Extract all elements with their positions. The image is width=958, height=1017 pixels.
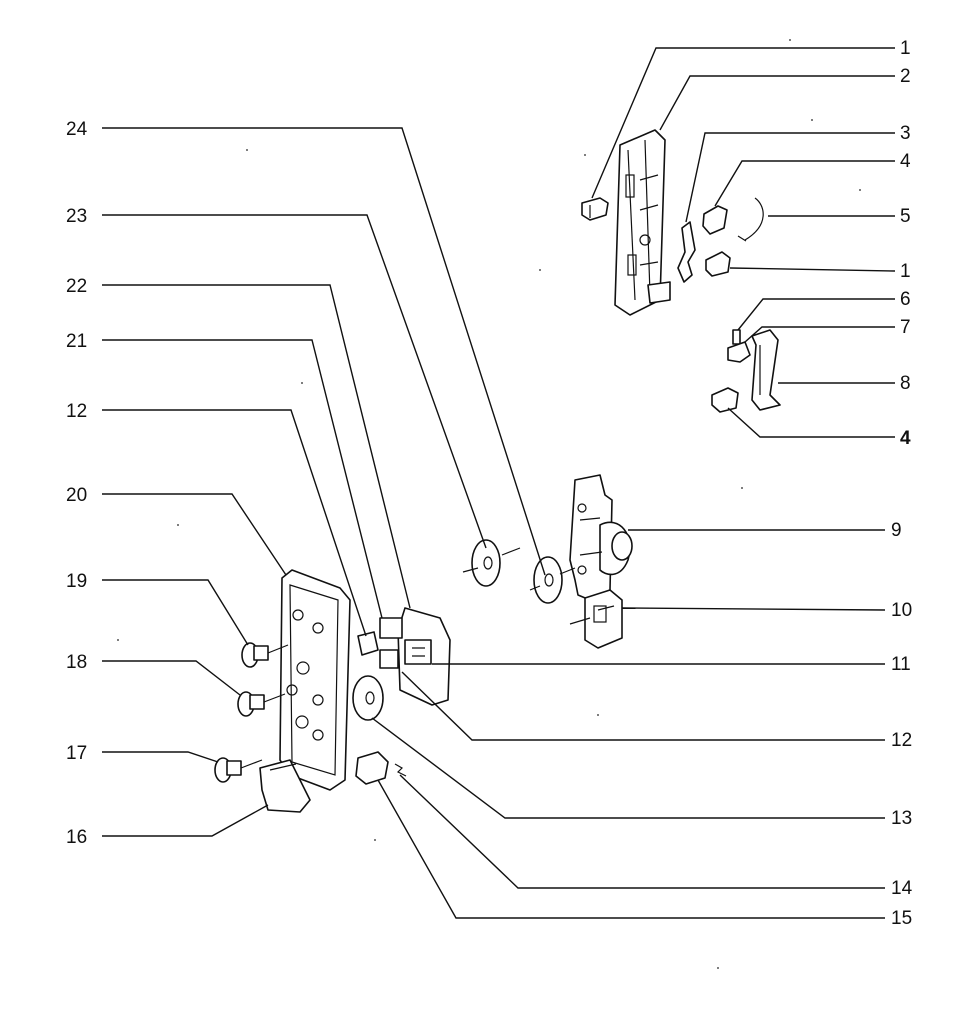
callout-18: 18	[66, 652, 87, 673]
clip-part-4a	[702, 205, 728, 235]
callout-3: 3	[900, 123, 911, 144]
callout-10: 10	[891, 600, 912, 621]
switch-chassis-part	[614, 129, 671, 316]
callout-13: 13	[891, 808, 912, 829]
clip-part-15	[355, 751, 389, 785]
callout-7: 7	[900, 317, 911, 338]
callout-11: 11	[891, 654, 911, 675]
small-block-part-1b	[705, 251, 731, 277]
leader-lines	[102, 47, 896, 919]
callout-labels: 1 2 3 4 5 1 6 7 8 4 9 10 11 12 13 14 15 …	[66, 38, 913, 929]
motor-assembly-part-9	[569, 474, 633, 601]
pulley-part-24	[533, 556, 563, 604]
spring-part-14	[394, 763, 407, 777]
callout-24: 24	[66, 119, 88, 140]
pulley-part-23	[471, 539, 501, 587]
callout-22: 22	[66, 276, 87, 297]
callout-6: 6	[900, 289, 911, 310]
callout-9: 9	[891, 520, 902, 541]
bracket-part-7	[727, 341, 751, 363]
scan-specks	[117, 39, 861, 969]
callout-8: 8	[900, 373, 911, 394]
callout-15: 15	[891, 908, 912, 929]
callout-4-lower: 4	[900, 428, 911, 449]
knob-part-17	[214, 757, 242, 783]
callout-1-lower: 1	[900, 261, 911, 282]
callout-12-right: 12	[891, 730, 912, 751]
callout-12-left: 12	[66, 401, 87, 422]
bracket-part-3	[677, 221, 696, 283]
callout-5: 5	[900, 206, 911, 227]
spring-wire-part-5	[744, 197, 764, 241]
callout-20: 20	[66, 485, 87, 506]
l-bracket-part-8	[751, 329, 781, 411]
callout-1-top: 1	[900, 38, 911, 59]
gear-motor-part-10	[569, 589, 623, 649]
callout-4-top: 4	[900, 151, 911, 172]
clip-part-4b	[711, 387, 739, 413]
callout-21: 21	[66, 331, 87, 352]
callout-23: 23	[66, 206, 87, 227]
disc-part-13	[352, 675, 384, 721]
callout-2: 2	[900, 66, 911, 87]
knob-part-18	[237, 691, 265, 717]
knob-part-19	[241, 642, 269, 668]
front-panel-part-20	[279, 569, 351, 791]
callout-19: 19	[66, 571, 87, 592]
cover-part-16	[259, 759, 311, 813]
screw-part-6	[732, 329, 741, 345]
small-block-part-1a	[581, 197, 609, 221]
callout-16: 16	[66, 827, 87, 848]
callout-17: 17	[66, 743, 87, 764]
callout-14: 14	[891, 878, 913, 899]
